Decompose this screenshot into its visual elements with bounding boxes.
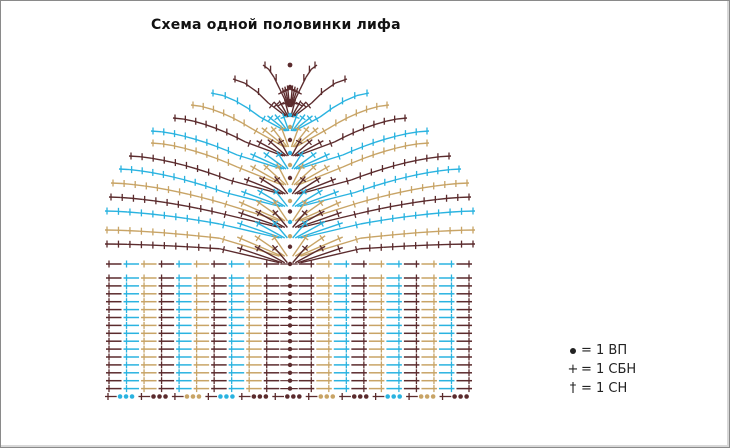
legend-label-single-crochet: = 1 СБН <box>581 362 637 377</box>
dagger-icon: † <box>569 381 577 396</box>
legend-item-single-crochet: + = 1 СБН <box>567 360 637 379</box>
legend-label-double-crochet: = 1 СН <box>581 381 628 396</box>
legend-label-chain: = 1 ВП <box>581 343 628 358</box>
diagram-title: Схема одной половинки лифа <box>151 17 401 33</box>
legend: = 1 ВП + = 1 СБН † = 1 СН <box>567 341 637 398</box>
plus-icon: + <box>567 362 579 377</box>
legend-item-double-crochet: † = 1 СН <box>567 379 636 398</box>
chain-dot-icon <box>567 341 579 360</box>
legend-item-chain: = 1 ВП <box>567 341 636 360</box>
